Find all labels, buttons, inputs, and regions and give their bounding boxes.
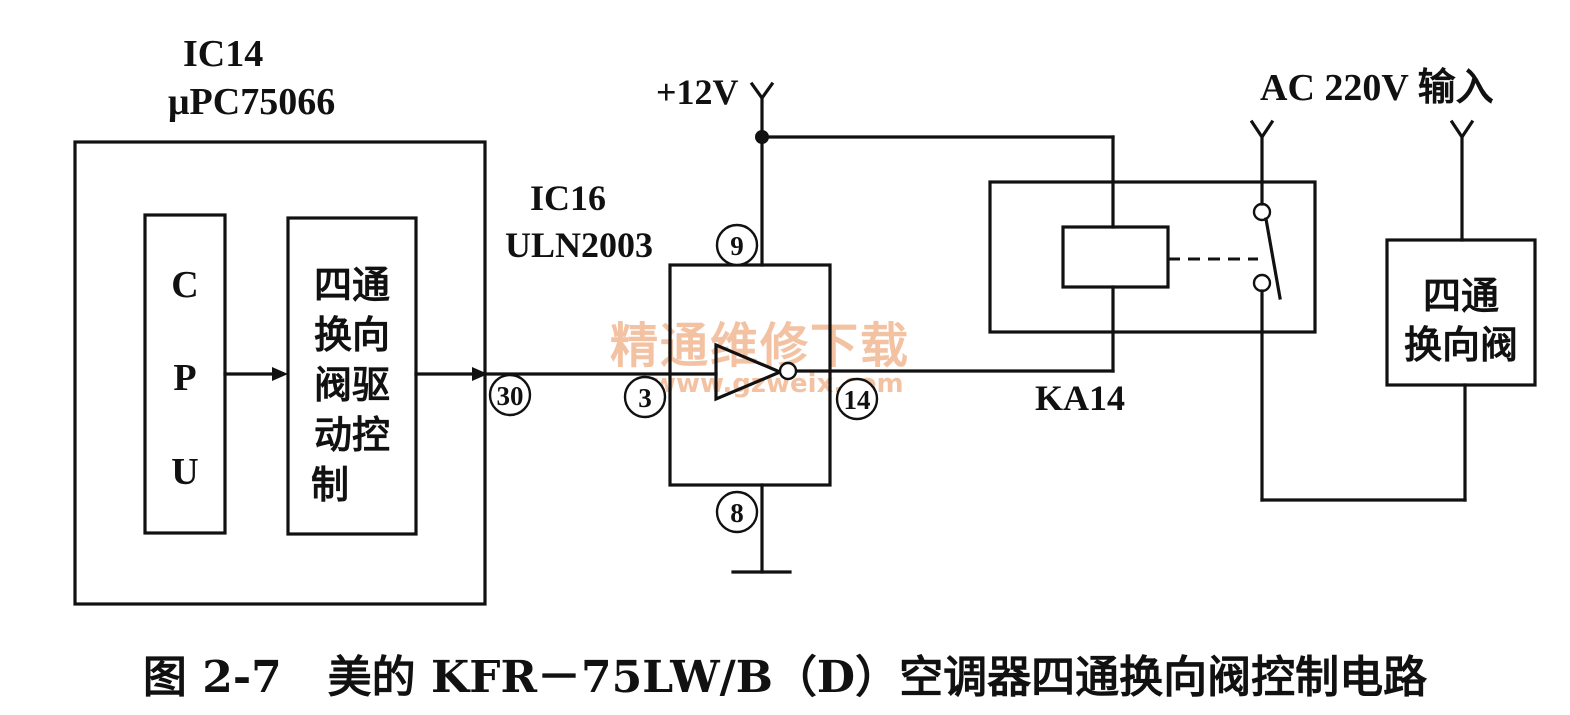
inverter-bubble — [778, 361, 798, 381]
cpu-letter-p: P — [173, 357, 196, 399]
supply-terminal — [749, 81, 775, 101]
cpu-letter-c: C — [171, 264, 198, 306]
pin-9 — [715, 223, 759, 267]
ac-terminal-left — [1249, 119, 1275, 140]
control-line-2: 换向 — [314, 315, 390, 357]
pin-30-label: 30 — [497, 381, 524, 411]
control-line-3: 阀驱 — [314, 365, 390, 407]
ic16-name: IC16 — [530, 178, 606, 218]
relay-coil — [1061, 225, 1170, 289]
relay-box — [988, 180, 1317, 334]
control-line-5: 制 — [311, 465, 349, 507]
relay-contact-bottom — [1252, 273, 1272, 293]
control-line-4: 动控 — [314, 415, 390, 457]
ac-terminal-right — [1449, 119, 1475, 140]
inverter-gate — [714, 342, 785, 402]
four-way-valve-box — [1385, 238, 1537, 387]
ic14-model: μPC75066 — [168, 81, 335, 123]
valve-line-2: 换向阀 — [1404, 325, 1518, 367]
pin-3-label: 3 — [638, 383, 652, 413]
pin-14 — [835, 377, 879, 421]
ic16-model: ULN2003 — [505, 225, 653, 265]
ic14-name: IC14 — [183, 33, 263, 75]
pin-30 — [488, 373, 532, 417]
relay-label: KA14 — [1035, 378, 1125, 418]
relay-switch-blade — [1264, 217, 1282, 300]
ac-input-label: AC 220V 输入 — [1260, 67, 1494, 109]
valve-control-block — [286, 216, 418, 536]
ic16-box — [668, 263, 832, 487]
control-line-1: 四通 — [314, 265, 390, 307]
pin-14-label: 14 — [844, 385, 871, 415]
supply-label: +12V — [656, 72, 739, 112]
cpu-to-control-arrow — [272, 367, 288, 381]
relay-contact-top — [1252, 202, 1272, 222]
cpu-letter-u: U — [171, 451, 198, 493]
pin-8-label: 8 — [730, 498, 744, 528]
control-output-arrow — [472, 367, 488, 381]
pin-8 — [715, 490, 759, 534]
watermark-text: 精通维修下载 — [610, 318, 910, 374]
pin-9-label: 9 — [730, 231, 744, 261]
figure-caption: 图 2-7 美的 KFR－75LW/B（D）空调器四通换向阀控制电路 — [143, 652, 1428, 703]
pin-3 — [623, 375, 667, 419]
valve-line-1: 四通 — [1423, 276, 1499, 318]
